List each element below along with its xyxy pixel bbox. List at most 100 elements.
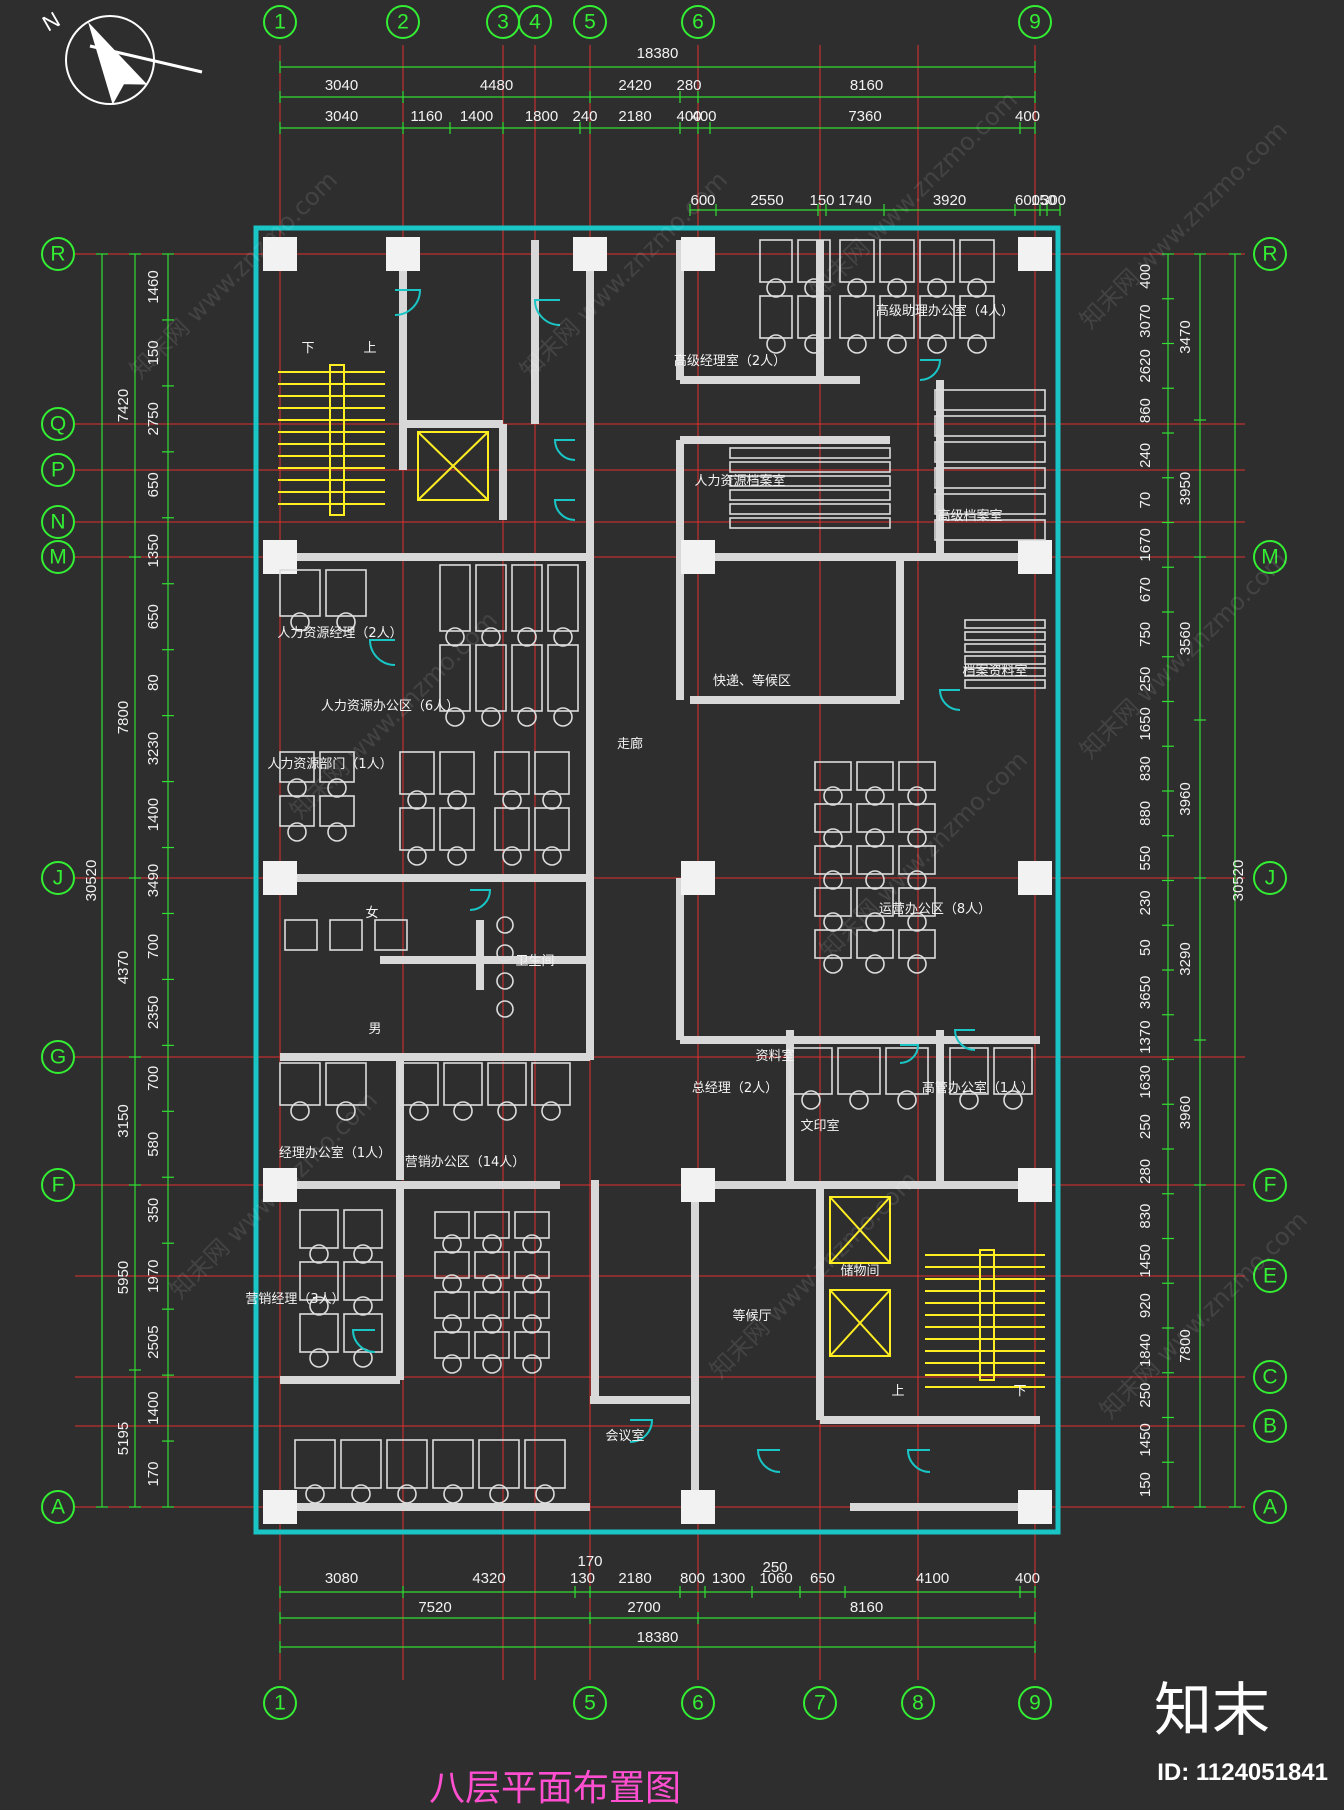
chair (489, 1484, 509, 1504)
desk (474, 1331, 510, 1359)
chair (553, 627, 573, 647)
dim-value: 2620 (1137, 349, 1154, 382)
chair (967, 334, 987, 354)
axis-bubble-circle (1253, 1259, 1287, 1293)
door-swing (553, 439, 576, 461)
chair (907, 870, 927, 890)
chair (1003, 1090, 1023, 1110)
axis-bubble-circle (263, 1686, 297, 1720)
room-label: 下 (1013, 1384, 1026, 1399)
chair (351, 1484, 371, 1504)
dim-value: 2420 (618, 77, 651, 94)
dim-value: 650 (145, 472, 162, 497)
dim-value: 3490 (145, 864, 162, 897)
chair (553, 707, 573, 727)
watermark-text: 知末网 www.znzmo.com (1074, 546, 1292, 764)
desk (814, 761, 852, 791)
desk (531, 1062, 571, 1106)
dim-value: 240 (572, 108, 597, 125)
desk (797, 239, 831, 283)
dim-value: 860 (1137, 398, 1154, 423)
elevator-icon (829, 1196, 891, 1264)
dim-value: 2350 (145, 996, 162, 1029)
archive-shelf (934, 467, 1046, 489)
wash-basin (496, 916, 514, 934)
chair (397, 1484, 417, 1504)
room-label: 下 (301, 341, 314, 356)
chair (823, 786, 843, 806)
axis-bubble-right: C (1253, 1360, 1287, 1394)
axis-bubble-top: 4 (518, 5, 552, 39)
room-label: 人力资源经理（2人） (277, 626, 402, 641)
axis-bubble-circle (1253, 1409, 1287, 1443)
dim-value: 3150 (115, 1104, 132, 1137)
desk (386, 1439, 428, 1489)
chair (967, 278, 987, 298)
axis-bubble-label: 2 (397, 11, 409, 34)
desk (919, 295, 955, 339)
desk (814, 887, 852, 917)
dim-value: 250 (1137, 1114, 1154, 1139)
axis-bubble-label: 9 (1029, 11, 1041, 34)
dim-value: 4100 (916, 1570, 949, 1587)
chair (309, 1244, 329, 1264)
axis-bubble-circle (681, 5, 715, 39)
dim-value: 1060 (759, 1570, 792, 1587)
dim-value: 3960 (1177, 782, 1194, 815)
chair (865, 870, 885, 890)
archive-shelf (964, 619, 1046, 629)
desk (856, 887, 894, 917)
door-swing (394, 289, 422, 316)
dim-value: 30520 (1230, 860, 1247, 902)
desk (837, 1047, 881, 1095)
structural-column (1018, 1490, 1052, 1524)
watermark-text: 知末网 www.znzmo.com (1074, 116, 1292, 334)
dimension-lines (96, 61, 1241, 1653)
dim-value: 580 (145, 1132, 162, 1157)
chair (865, 912, 885, 932)
chair (481, 707, 501, 727)
door-swing (938, 689, 961, 711)
desk (814, 929, 852, 959)
room-label: 储物间 (840, 1264, 879, 1279)
desk (475, 564, 507, 632)
dim-value: 4480 (480, 77, 513, 94)
dim-value: 3560 (1177, 622, 1194, 655)
desk (439, 644, 471, 712)
chair (442, 1354, 462, 1374)
axis-bubble-left: P (41, 453, 75, 487)
dim-value: 150 (145, 340, 162, 365)
elevator-car (829, 1196, 891, 1264)
desk (494, 807, 530, 851)
chair (541, 1101, 561, 1121)
axis-bubble-label: 6 (692, 1692, 704, 1715)
watermarks: 知末网 www.znzmo.com 知末网 www.znzmo.com 知末网 ww… (124, 86, 1312, 1424)
room-label: 运营办公区（8人） (879, 902, 991, 917)
desk (494, 751, 530, 795)
room-label: 快递、等候区 (713, 673, 791, 689)
door-swing (906, 1449, 931, 1473)
dim-value: 30520 (83, 860, 100, 902)
desk (898, 887, 936, 917)
structural-column (263, 1168, 297, 1202)
chair (453, 1101, 473, 1121)
room-label: 营销经理（3人） (245, 1292, 344, 1307)
axis-bubble-label: R (50, 243, 65, 266)
desk (814, 845, 852, 875)
structural-column (263, 540, 297, 574)
chair (907, 954, 927, 974)
elevator-cross (417, 431, 489, 501)
desk (434, 1331, 470, 1359)
dim-value: 150 (809, 192, 834, 209)
room-label: 高级助理办公室（4人） (876, 303, 1014, 319)
watermark-text: 知末网 www.znzmo.com (164, 1086, 382, 1304)
dim-value: 830 (1137, 1204, 1154, 1229)
axis-bubble-label: G (50, 1046, 66, 1069)
axis-bubble-circle (41, 407, 75, 441)
axis-bubble-label: M (1261, 546, 1279, 569)
desk (443, 1062, 483, 1106)
chair (409, 1101, 429, 1121)
dim-value: 3920 (933, 192, 966, 209)
desk (959, 239, 995, 283)
